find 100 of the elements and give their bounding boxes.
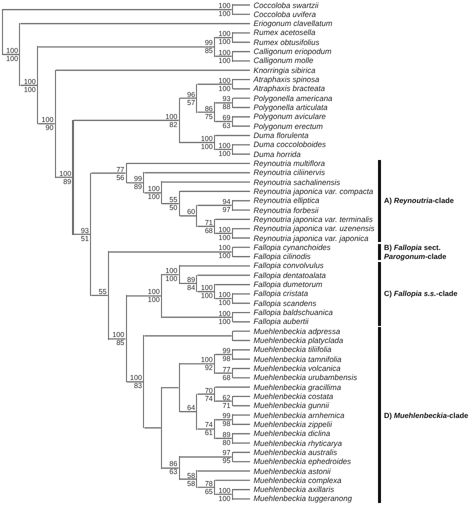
- branch-line: [74, 120, 179, 121]
- tree-node-line: [232, 200, 233, 211]
- branch-line: [20, 23, 250, 24]
- branch-line: [232, 144, 250, 146]
- branch-line: [215, 400, 232, 402]
- tree-node-line: [214, 218, 216, 234]
- branch-line: [215, 134, 250, 136]
- branch-line: [232, 209, 250, 211]
- branch-line: [232, 42, 250, 43]
- branch-line: [91, 294, 108, 296]
- branch-line: [215, 120, 232, 122]
- tree-node-line: [214, 284, 216, 300]
- tree-node-line: [232, 293, 233, 304]
- branch-line: [198, 428, 214, 430]
- tree-node-line: [178, 265, 180, 284]
- branch-line: [215, 102, 232, 104]
- branch-line: [144, 427, 161, 428]
- tree-node-line: [126, 295, 127, 382]
- tree-node-line: [232, 78, 233, 90]
- branch-line: [215, 148, 232, 150]
- branch-line: [232, 228, 250, 230]
- branch-line: [232, 302, 250, 304]
- branch-line: [180, 410, 196, 412]
- branch-line: [232, 32, 250, 34]
- branch-line: [215, 480, 250, 481]
- branch-line: [215, 386, 250, 388]
- branch-line: [126, 182, 144, 184]
- tree-node-line: [143, 335, 144, 428]
- branch-line: [215, 438, 232, 439]
- branch-line: [180, 456, 232, 458]
- tree-node-line: [54, 70, 56, 178]
- branch-line: [198, 204, 232, 206]
- tree-node-line: [196, 470, 198, 488]
- branch-line: [109, 338, 126, 340]
- branch-line: [232, 312, 250, 314]
- branch-line: [232, 358, 250, 360]
- branch-line: [232, 237, 250, 239]
- branch-line: [215, 372, 232, 374]
- branch-line: [198, 486, 214, 488]
- branch-line: [232, 489, 250, 490]
- branch-line: [180, 142, 214, 144]
- branch-line: [2, 54, 20, 56]
- branch-line: [180, 363, 214, 364]
- branch-line: [215, 298, 232, 300]
- tree-node-line: [196, 204, 198, 227]
- branch-line: [180, 265, 250, 267]
- branch-line: [162, 181, 250, 183]
- branch-line: [232, 200, 250, 202]
- branch-line: [232, 51, 250, 52]
- branch-line: [162, 203, 179, 204]
- tree-node-line: [178, 190, 180, 216]
- branch-line: [232, 330, 250, 332]
- tree-node-line: [214, 386, 216, 402]
- branch-line: [180, 98, 196, 99]
- tree-node-line: [232, 51, 233, 62]
- branch-line: [232, 424, 250, 425]
- branch-line: [215, 56, 232, 57]
- branch-line: [198, 274, 250, 276]
- tree-node-line: [214, 354, 216, 374]
- branch-line: [232, 246, 250, 248]
- branch-line: [232, 396, 250, 398]
- tree-node-line: [232, 116, 233, 127]
- tree-node-line: [90, 172, 92, 296]
- tree-node-line: [232, 489, 233, 500]
- branch-line: [232, 126, 250, 127]
- tree-node-line: [232, 246, 233, 258]
- branch-line: [232, 452, 250, 453]
- tree-node-line: [196, 84, 198, 113]
- tree-node-line: [214, 419, 216, 439]
- branch-line: [2, 9, 232, 10]
- tree-node-line: [214, 134, 216, 150]
- branch-line: [198, 226, 214, 227]
- branch-line: [232, 14, 250, 15]
- branch-line: [215, 494, 232, 495]
- branch-line: [198, 84, 232, 85]
- branch-line: [56, 70, 250, 71]
- tree-node-line: [143, 172, 144, 194]
- branch-line: [232, 4, 250, 6]
- branch-line: [20, 84, 37, 86]
- branch-line: [232, 106, 250, 108]
- tree-node-line: [108, 251, 109, 340]
- branch-line: [232, 414, 250, 416]
- branch-line: [180, 190, 250, 192]
- branch-line: [144, 335, 232, 336]
- tree-node-line: [196, 274, 198, 292]
- branch-line: [215, 354, 232, 356]
- tree-node-line: [232, 414, 233, 425]
- tree-node-line: [160, 387, 162, 469]
- branch-line: [232, 442, 250, 444]
- branch-line: [232, 461, 250, 462]
- tree-node-line: [232, 433, 233, 444]
- tree-node-line: [160, 274, 162, 318]
- tree-node-line: [232, 228, 233, 239]
- tree-node-line: [178, 98, 180, 144]
- tree-node-line: [178, 363, 180, 412]
- tree-node-line: [214, 37, 216, 57]
- branch-line: [232, 88, 250, 90]
- branch-line: [232, 78, 250, 80]
- branch-line: [56, 176, 72, 178]
- tree-node-line: [178, 456, 180, 480]
